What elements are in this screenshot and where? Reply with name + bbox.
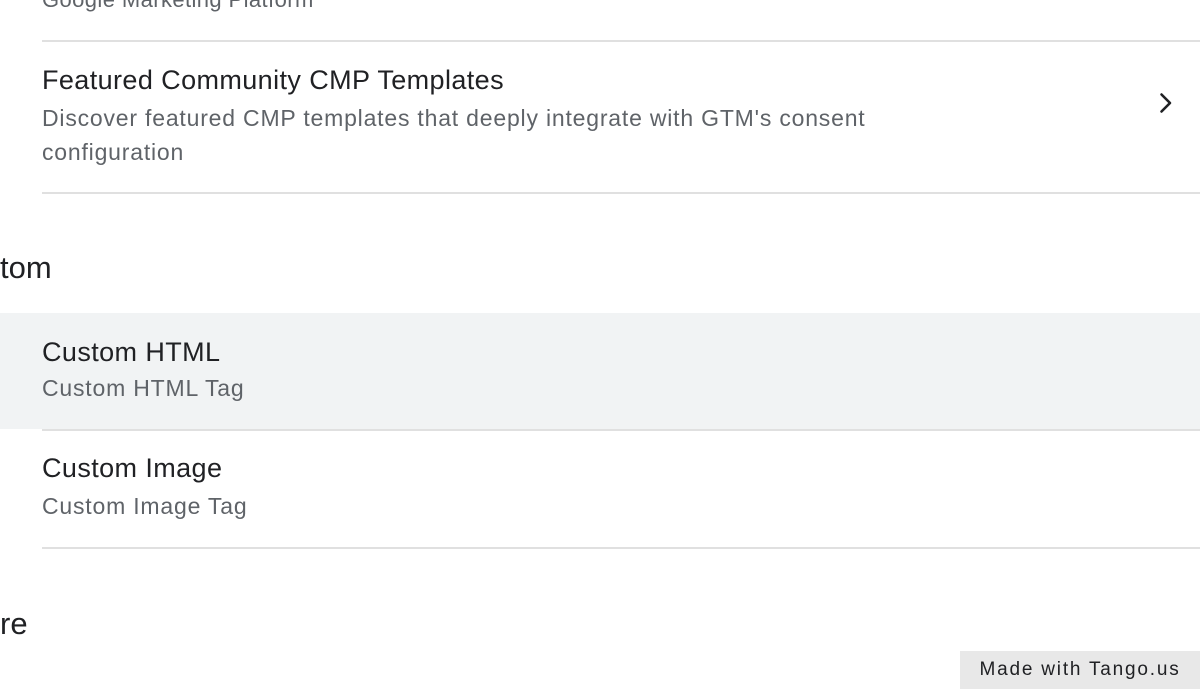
item-description: Custom HTML Tag (42, 375, 245, 401)
tango-watermark: Made with Tango.us (960, 651, 1200, 689)
divider (42, 40, 1200, 42)
list-item-featured-cmp-templates[interactable]: Featured Community CMP Templates Discove… (0, 42, 1200, 192)
partial-item-description: Google Marketing Platform (42, 0, 314, 13)
item-title: Custom HTML (42, 337, 221, 367)
divider (42, 429, 1200, 431)
section-heading-next: re (0, 606, 28, 641)
divider (42, 547, 1200, 549)
list-item-custom-image[interactable]: Custom Image Custom Image Tag (0, 431, 1200, 547)
item-description: Custom Image Tag (42, 493, 248, 519)
item-title: Custom Image (42, 453, 223, 483)
list-item-custom-html[interactable]: Custom HTML Custom HTML Tag (0, 313, 1200, 429)
divider (42, 192, 1200, 194)
section-heading-custom: tom (0, 250, 52, 285)
chevron-right-icon[interactable] (1154, 91, 1178, 115)
item-title: Featured Community CMP Templates (42, 65, 504, 95)
item-description: Discover featured CMP templates that dee… (42, 105, 866, 165)
